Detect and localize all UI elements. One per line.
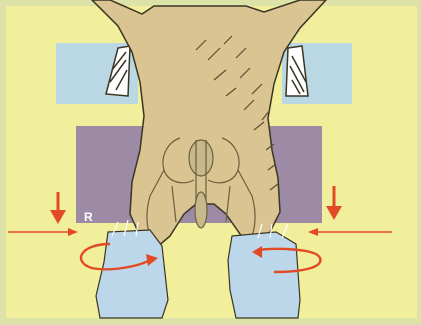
foam-pad-right [228, 232, 300, 318]
side-marker-label: R [84, 210, 93, 224]
